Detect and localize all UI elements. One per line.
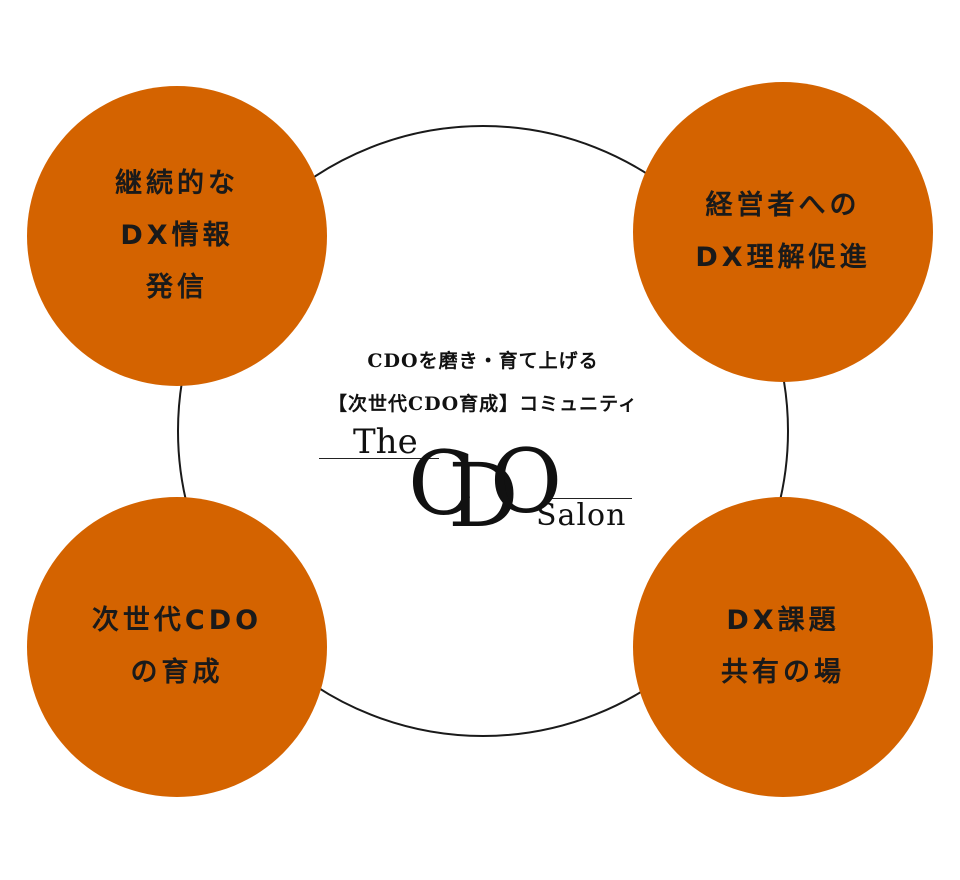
logo-rule-left bbox=[319, 458, 439, 459]
tagline-line-2: 【次世代CDO育成】コミュニティ bbox=[327, 393, 638, 415]
logo-letter-o: O bbox=[490, 430, 563, 533]
logo-salon: Salon bbox=[536, 498, 627, 533]
pillar-label-line: 発信 bbox=[146, 272, 208, 303]
pillar-continuous-dx-info: 継続的な DX情報 発信 bbox=[27, 86, 327, 386]
cdo-salon-logo: The C D O Salon bbox=[300, 420, 660, 540]
tagline-line-1: CDOを磨き・育て上げる bbox=[367, 350, 599, 372]
pillar-label-line: 次世代CDO bbox=[91, 605, 263, 636]
pillar-executive-dx-understanding: 経営者への DX理解促進 bbox=[633, 82, 933, 382]
pillar-label-line: DX課題 bbox=[726, 605, 840, 636]
logo-the: The bbox=[353, 422, 418, 462]
pillar-label-line: DX理解促進 bbox=[695, 242, 871, 273]
pillar-label-line: DX情報 bbox=[120, 220, 234, 251]
pillar-next-gen-cdo-development: 次世代CDO の育成 bbox=[27, 497, 327, 797]
pillar-label-line: 継続的な bbox=[115, 168, 239, 199]
pillar-dx-issue-sharing: DX課題 共有の場 bbox=[633, 497, 933, 797]
pillar-label-line: 経営者への bbox=[705, 190, 861, 221]
pillar-label-line: 共有の場 bbox=[721, 657, 845, 688]
pillar-label-line: の育成 bbox=[130, 657, 224, 688]
logo-rule-right bbox=[546, 498, 632, 499]
logo-letter-d: D bbox=[448, 444, 519, 547]
logo-letter-c: C bbox=[408, 432, 476, 535]
